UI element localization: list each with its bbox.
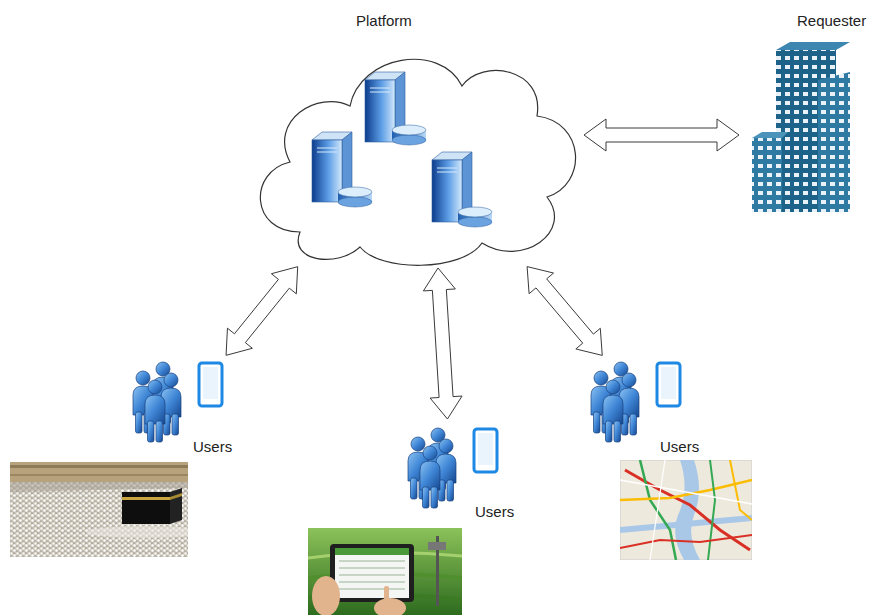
farm-tablet-photo-part	[339, 575, 405, 576]
farm-tablet-photo-part	[374, 598, 406, 615]
farm-tablet-photo-part	[339, 568, 405, 569]
node-label: Users	[475, 503, 514, 521]
requester-building-part	[752, 138, 782, 212]
pilgrimage-photo	[10, 462, 188, 557]
farm-tablet-photo	[308, 528, 462, 615]
farm-tablet-photo-part	[339, 589, 405, 590]
farm-tablet-photo-part	[335, 548, 409, 598]
traffic-map-part	[620, 518, 752, 530]
platform-cloud	[260, 59, 575, 265]
requester-node: Requester	[745, 8, 871, 215]
server-group-part	[458, 207, 492, 227]
pilgrimage-photo-part	[122, 492, 170, 524]
node-label: Requester	[797, 12, 866, 30]
farm-tablet-photo-part	[428, 542, 446, 550]
farm-tablet-photo-part	[312, 576, 340, 615]
farm-tablet-photo-part	[339, 561, 405, 562]
traffic-map-part	[620, 460, 752, 560]
pilgrimage-photo-part	[10, 465, 188, 468]
traffic-map	[620, 460, 752, 560]
traffic-map-part	[620, 535, 752, 548]
pilgrimage-photo-part	[10, 462, 188, 557]
traffic-map-part	[730, 460, 752, 520]
traffic-map-part	[650, 460, 665, 560]
pilgrimage-photo-part	[170, 488, 182, 524]
pilgrimage-photo-part	[10, 482, 188, 557]
traffic-map-part	[620, 480, 752, 504]
requester-building-part	[776, 42, 850, 50]
users-icon	[133, 362, 222, 442]
farm-tablet-photo-part	[330, 544, 414, 602]
pilgrimage-photo-part	[10, 474, 188, 476]
traffic-map-part	[708, 460, 715, 560]
platform-node: Platform	[255, 8, 578, 262]
farm-tablet-photo-part	[335, 548, 409, 555]
users-node: Users	[586, 360, 706, 458]
users-icon	[408, 428, 497, 508]
requester-building-part	[752, 132, 788, 138]
pilgrimage-photo-part	[10, 482, 188, 492]
farm-tablet-photo-part	[339, 582, 405, 583]
pilgrimage-photo-part	[122, 497, 170, 500]
double-arrow	[584, 119, 739, 151]
pilgrimage-photo-part	[170, 493, 182, 500]
node-label: Users	[193, 438, 232, 456]
server-group-part	[338, 187, 372, 207]
server-group-part	[392, 125, 426, 145]
server-group	[312, 72, 492, 227]
pilgrimage-photo-part	[10, 462, 188, 482]
users-node: Users	[128, 360, 250, 458]
requester-building-part	[818, 72, 850, 212]
users-node: Users	[403, 425, 525, 523]
node-label: Platform	[356, 12, 412, 30]
users-icon	[591, 362, 680, 442]
double-arrow	[527, 267, 602, 356]
double-arrow	[226, 267, 298, 356]
pilgrimage-photo-part	[86, 526, 188, 538]
requester-building	[752, 42, 850, 212]
traffic-map-part	[640, 460, 676, 560]
farm-tablet-photo-part	[384, 586, 389, 602]
node-label: Users	[660, 438, 699, 456]
double-arrow	[423, 268, 462, 419]
